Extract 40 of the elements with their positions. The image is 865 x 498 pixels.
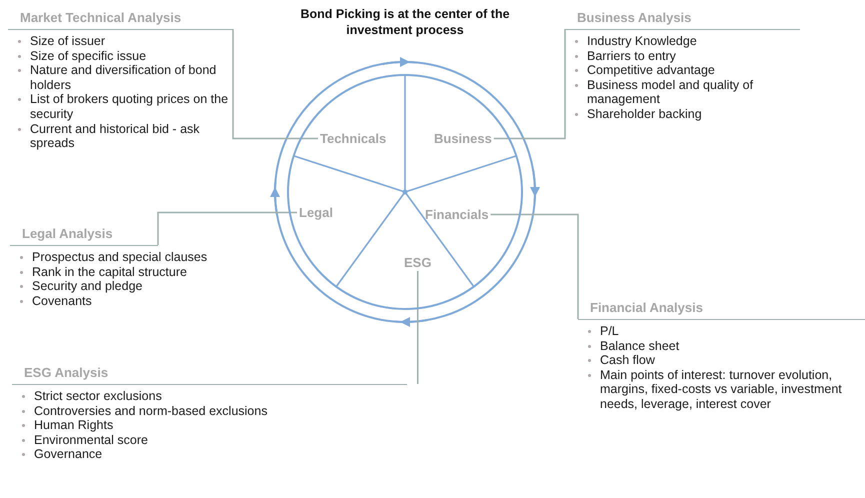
bullet-item: Barriers to entry <box>565 48 800 64</box>
panel-heading: ESG Analysis <box>12 365 407 385</box>
bullet-item: Nature and diversification of bond holders <box>8 63 233 92</box>
panel-heading: Financial Analysis <box>578 300 865 320</box>
bullet-item: Size of specific issue <box>8 48 233 64</box>
bullet-item: Environmental score <box>12 432 407 448</box>
panel-heading: Legal Analysis <box>10 226 158 246</box>
bullet-item: Industry Knowledge <box>565 34 800 49</box>
bullet-item: Current and historical bid - ask spreads <box>8 122 233 151</box>
bullet-item: Rank in the capital structure <box>10 264 290 280</box>
sector-label: ESG <box>402 254 434 271</box>
bullet-item: Competitive advantage <box>565 63 800 78</box>
bullet-item: Prospectus and special clauses <box>10 250 290 265</box>
bullet-item: Covenants <box>10 294 290 308</box>
bullet-item: Controversies and norm-based exclusions <box>12 404 407 418</box>
bullet-item: Cash flow <box>578 353 865 368</box>
wheel-diagram <box>287 74 523 310</box>
bullet-item: Governance <box>12 447 407 462</box>
sector-label: Financials <box>423 206 491 223</box>
bullet-item: Human Rights <box>12 418 407 433</box>
bullet-item: Security and pledge <box>10 279 290 294</box>
panel-heading: Market Technical Analysis <box>8 10 233 30</box>
bullet-item: Main points of interest: turnover evolution, margins, fixed-costs vs variable, investment needs, leverage, interest cover <box>578 368 865 412</box>
bullet-item: P/L <box>578 324 865 339</box>
title: Bond Picking is at the center of the investment process <box>299 6 511 38</box>
bullet-item: List of brokers quoting prices on the security <box>8 92 233 122</box>
bullet-item: Strict sector exclusions <box>12 389 407 404</box>
sector-label: Technicals <box>318 130 388 147</box>
leader-line <box>157 212 297 245</box>
bullet-item: Shareholder backing <box>565 106 800 122</box>
leader-line <box>494 29 566 140</box>
leader-line <box>416 271 418 384</box>
bullet-item: Size of issuer <box>8 34 233 49</box>
sector-label: Business <box>432 130 494 147</box>
panel-heading: Business Analysis <box>565 10 800 30</box>
leader-line <box>490 214 579 319</box>
sector-label: Legal <box>297 204 335 221</box>
bullet-item: Balance sheet <box>578 338 865 354</box>
leader-line <box>232 29 318 140</box>
bullet-item: Business model and quality of management <box>565 78 800 107</box>
